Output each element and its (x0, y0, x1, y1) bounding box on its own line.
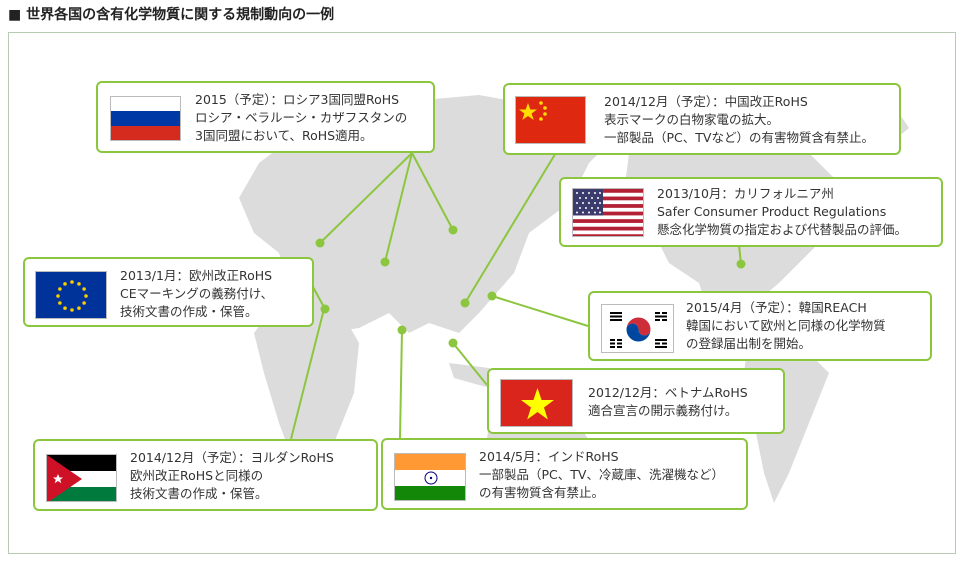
regulation-line: 2015（予定）：ロシア3国同盟RoHS (195, 92, 400, 107)
regulation-line: ロシア・ベラルーシ・カザフスタンの (195, 110, 408, 125)
eu-star (58, 301, 62, 305)
regulation-text: 2014/12月（予定）：中国改正RoHS 表示マークの白物家電の拡大。 一部製… (604, 93, 874, 147)
connector-line (384, 152, 413, 263)
regulation-text: 2015/4月（予定）：韓国REACH 韓国において欧州と同様の化学物質 の登録… (686, 299, 886, 353)
eu-star (70, 280, 74, 284)
regulation-line: 技術文書の作成・保管。 (130, 486, 268, 501)
regulation-line: 2013/10月：カリフォルニア州 (657, 186, 834, 201)
eu-star (70, 308, 74, 312)
location-dot (320, 304, 330, 314)
india-flag (394, 453, 466, 501)
connector-line (491, 295, 589, 327)
location-dot (736, 259, 746, 269)
regulation-card-china: 2014/12月（予定）：中国改正RoHS 表示マークの白物家電の拡大。 一部製… (503, 83, 901, 155)
regulation-card-korea: 2015/4月（予定）：韓国REACH 韓国において欧州と同様の化学物質 の登録… (588, 291, 932, 361)
connector-line (399, 329, 403, 439)
china-flag (515, 96, 586, 144)
location-dots (315, 225, 746, 348)
regulation-line: CEマーキングの義務付け、 (120, 286, 274, 301)
regulation-text: 2013/1月：欧州改正RoHS CEマーキングの義務付け、 技術文書の作成・保… (120, 267, 273, 321)
eu-star (77, 306, 81, 310)
russia-flag (110, 96, 181, 141)
regulation-card-jordan: 2014/12月（予定）：ヨルダンRoHS 欧州改正RoHSと同様の 技術文書の… (33, 439, 378, 511)
regulation-card-usa: 2013/10月：カリフォルニア州 Safer Consumer Product… (559, 177, 943, 247)
regulation-text: 2014/12月（予定）：ヨルダンRoHS 欧州改正RoHSと同様の 技術文書の… (130, 449, 334, 503)
regulation-text: 2014/5月：インドRoHS 一部製品（PC、TV、冷蔵庫、洗濯機など） の有… (479, 448, 724, 502)
world-map-frame: 2015（予定）：ロシア3国同盟RoHS ロシア・ベラルーシ・カザフスタンの 3… (8, 32, 956, 554)
regulation-line: 技術文書の作成・保管。 (120, 304, 258, 319)
regulation-line: 懸念化学物質の指定および代替製品の評価。 (657, 222, 908, 237)
regulation-line: 適合宣言の開示義務付け。 (588, 403, 738, 418)
location-dot (315, 238, 325, 248)
regulation-line: Safer Consumer Product Regulations (657, 204, 887, 219)
connector-lines (290, 150, 742, 440)
connector-line (411, 152, 454, 231)
vietnam-flag (500, 379, 573, 427)
eu-star (77, 282, 81, 286)
regulation-line: 欧州改正RoHSと同様の (130, 468, 264, 483)
regulation-card-eu: 2013/1月：欧州改正RoHS CEマーキングの義務付け、 技術文書の作成・保… (23, 257, 314, 327)
regulation-text: 2013/10月：カリフォルニア州 Safer Consumer Product… (657, 185, 907, 239)
eu-star (56, 294, 60, 298)
regulation-line: 2013/1月：欧州改正RoHS (120, 268, 273, 283)
eu-star (58, 287, 62, 291)
regulation-card-india: 2014/5月：インドRoHS 一部製品（PC、TV、冷蔵庫、洗濯機など） の有… (381, 438, 748, 510)
regulation-line: 2014/5月：インドRoHS (479, 449, 619, 464)
connector-line (464, 150, 558, 304)
regulation-text: 2015（予定）：ロシア3国同盟RoHS ロシア・ベラルーシ・カザフスタンの 3… (195, 91, 407, 145)
regulation-line: 韓国において欧州と同様の化学物質 (686, 318, 886, 333)
eu-star (63, 282, 67, 286)
regulation-line: 一部製品（PC、TVなど）の有害物質含有禁止。 (604, 130, 874, 145)
regulation-line: の登録届出制を開始。 (686, 336, 812, 351)
regulation-line: の有害物質含有禁止。 (479, 485, 605, 500)
jordan-flag (46, 454, 117, 502)
page-title: ■ 世界各国の含有化学物質に関する規制動向の一例 (8, 7, 335, 23)
regulation-line: 一部製品（PC、TV、冷蔵庫、洗濯機など） (479, 467, 724, 482)
usa-flag (572, 188, 644, 237)
connector-line (290, 308, 325, 440)
connector-line (319, 152, 413, 244)
regulation-line: 2012/12月：ベトナムRoHS (588, 385, 748, 400)
regulation-line: 2014/12月（予定）：中国改正RoHS (604, 94, 808, 109)
land-africa (254, 308, 359, 473)
location-dot (460, 298, 470, 308)
location-dot (448, 225, 458, 235)
regulation-line: 3国同盟において、RoHS適用。 (195, 128, 373, 143)
eu-flag (35, 271, 107, 319)
regulation-card-russia: 2015（予定）：ロシア3国同盟RoHS ロシア・ベラルーシ・カザフスタンの 3… (96, 81, 435, 153)
regulation-line: 表示マークの白物家電の拡大。 (604, 112, 780, 127)
location-dot (380, 257, 390, 267)
connector-line (452, 342, 488, 386)
eu-star (63, 306, 67, 310)
eu-star (82, 301, 86, 305)
regulation-line: 2014/12月（予定）：ヨルダンRoHS (130, 450, 334, 465)
korea-flag (601, 304, 674, 353)
eu-star (82, 287, 86, 291)
eu-star (84, 294, 88, 298)
location-dot (397, 325, 407, 335)
location-dot (448, 338, 458, 348)
regulation-text: 2012/12月：ベトナムRoHS 適合宣言の開示義務付け。 (588, 384, 748, 420)
regulation-card-vietnam: 2012/12月：ベトナムRoHS 適合宣言の開示義務付け。 (487, 368, 785, 434)
location-dot (487, 291, 497, 301)
regulation-line: 2015/4月（予定）：韓国REACH (686, 300, 867, 315)
